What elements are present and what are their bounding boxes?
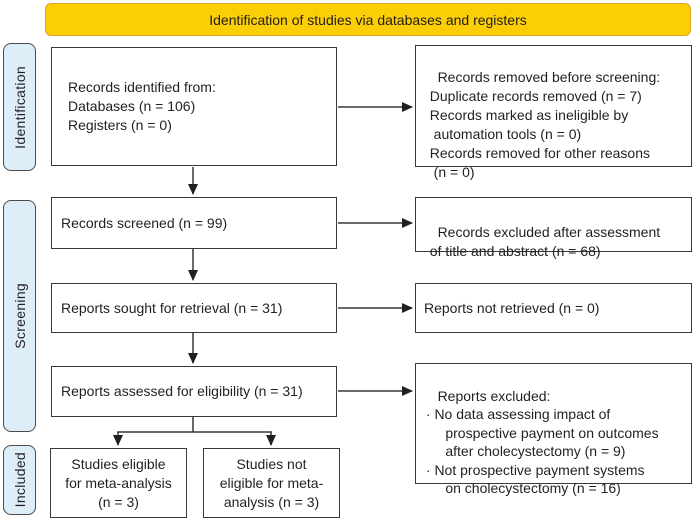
box-reports-assessed: Reports assessed for eligibility (n = 31…: [51, 366, 337, 417]
stage-label-included-text: Included: [11, 452, 28, 508]
box-records-removed-before-screening: Records removed before screening: Duplic…: [415, 45, 692, 180]
box-reports-excluded: Reports excluded: · No data assessing im…: [415, 363, 692, 496]
box-reports-sought-text: Reports sought for retrieval (n = 31): [61, 299, 283, 316]
box-records-excluded-title-abstract: Records excluded after assessment of tit…: [415, 197, 692, 259]
stage-label-screening-text: Screening: [11, 283, 28, 349]
box-reports-sought: Reports sought for retrieval (n = 31): [51, 283, 337, 333]
stage-label-screening: Screening: [3, 200, 36, 432]
box-studies-not-eligible: Studies not eligible for meta- analysis …: [203, 448, 340, 518]
box-reports-assessed-text: Reports assessed for eligibility (n = 31…: [61, 383, 303, 399]
box-studies-eligible: Studies eligible for meta-analysis (n = …: [50, 448, 187, 518]
box-records-identified-text: Records identified from: Databases (n = …: [68, 79, 216, 133]
box-records-excluded-text: Records excluded after assessment of tit…: [429, 224, 661, 259]
stage-label-included: Included: [3, 445, 36, 515]
stage-label-identification-text: Identification: [11, 65, 28, 149]
box-reports-not-retrieved-text: Reports not retrieved (n = 0): [424, 299, 600, 316]
box-records-identified: Records identified from: Databases (n = …: [51, 47, 337, 166]
box-studies-not-eligible-text: Studies not eligible for meta- analysis …: [219, 455, 324, 510]
box-reports-not-retrieved: Reports not retrieved (n = 0): [415, 283, 692, 333]
box-records-screened-text: Records screened (n = 99): [61, 214, 228, 231]
stage-label-identification: Identification: [3, 43, 36, 171]
box-studies-eligible-text: Studies eligible for meta-analysis (n = …: [65, 455, 172, 510]
banner-label: Identification of studies via databases …: [209, 11, 527, 28]
box-records-screened: Records screened (n = 99): [51, 197, 337, 249]
box-reports-excluded-text: Reports excluded: · No data assessing im…: [425, 387, 659, 497]
banner-identification-of-studies: Identification of studies via databases …: [45, 3, 691, 36]
box-records-removed-text: Records removed before screening: Duplic…: [429, 69, 661, 180]
